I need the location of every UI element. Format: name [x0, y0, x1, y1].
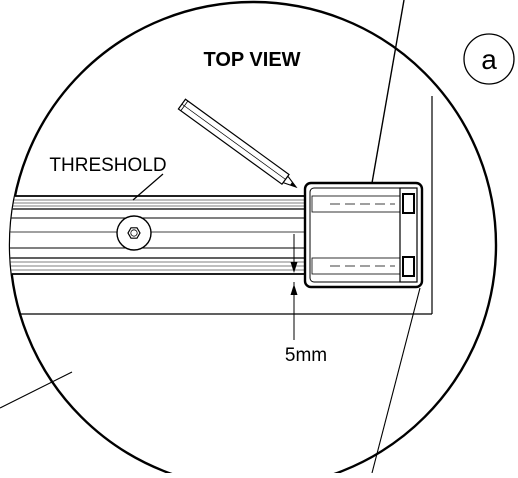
- end-cap: [303, 181, 424, 289]
- dimension-label: 5mm: [285, 345, 327, 366]
- step-marker: a: [463, 33, 515, 85]
- threshold-leader: [132, 173, 164, 201]
- threshold-label: THRESHOLD: [49, 155, 166, 176]
- leader-lines: [0, 0, 421, 474]
- pencil-icon: [177, 98, 298, 189]
- dimension-arrows: [290, 234, 298, 340]
- hex-screw-icon: [116, 215, 152, 251]
- door-frame: [10, 96, 433, 315]
- step-marker-letter: a: [481, 44, 497, 75]
- diagram-title: TOP VIEW: [203, 49, 300, 71]
